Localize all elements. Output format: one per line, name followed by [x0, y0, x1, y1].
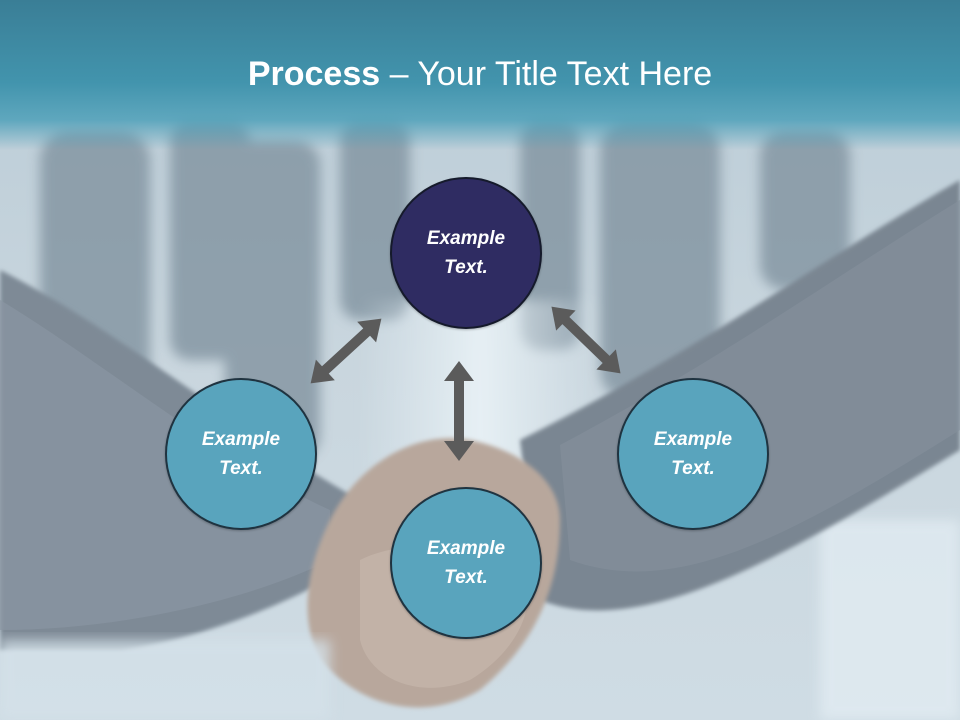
- node-top-line1: Example: [426, 228, 506, 249]
- node-bottom-line1: Example: [426, 538, 506, 559]
- process-node-left: Example Text.: [165, 378, 317, 530]
- node-left-line2: Text.: [219, 458, 263, 479]
- slide-title: Process – Your Title Text Here: [0, 52, 960, 96]
- process-node-top: Example Text.: [390, 177, 542, 329]
- title-banner: [0, 0, 960, 150]
- title-rest: – Your Title Text Here: [380, 55, 713, 93]
- node-bottom-line2: Text.: [444, 567, 488, 588]
- node-left-line1: Example: [201, 429, 281, 450]
- title-bold: Process: [247, 55, 381, 93]
- node-right-line1: Example: [653, 429, 733, 450]
- node-right-line2: Text.: [671, 458, 715, 479]
- process-node-bottom: Example Text.: [390, 487, 542, 639]
- node-top-line2: Text.: [444, 257, 488, 278]
- process-node-right: Example Text.: [617, 378, 769, 530]
